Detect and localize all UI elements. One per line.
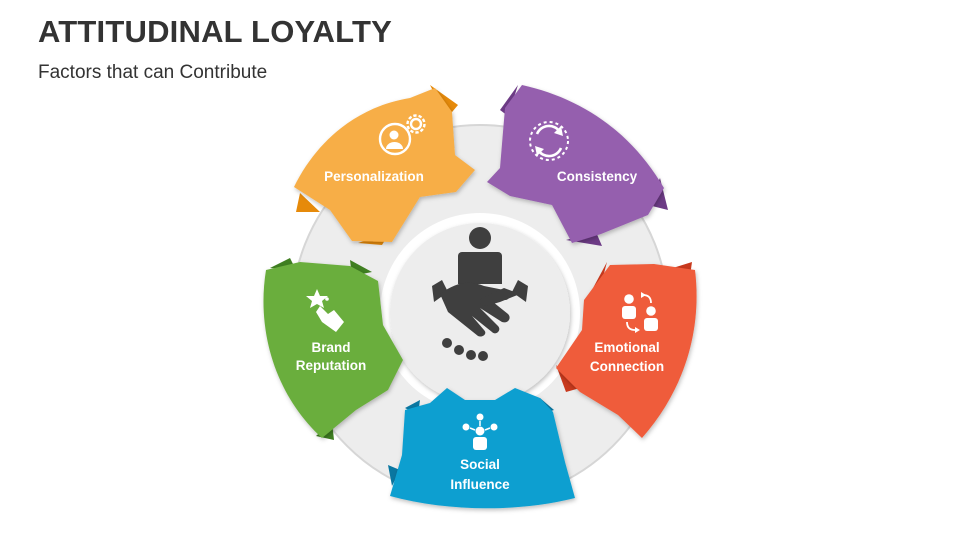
factor-personalization: Personalization <box>294 85 475 245</box>
segment-shape <box>294 88 475 242</box>
fold-tab <box>500 85 518 116</box>
factor-label-line2: Influence <box>450 477 510 492</box>
factor-brand-reputation: Brand Reputation <box>263 258 403 440</box>
fold-tab <box>296 193 320 212</box>
segment-shape <box>556 264 697 438</box>
handshake-person-icon <box>432 227 528 361</box>
page-title: ATTITUDINAL LOYALTY <box>38 14 392 49</box>
hand-star-icon <box>306 289 344 332</box>
segment-shape <box>487 85 664 243</box>
factor-label-line2: Connection <box>590 359 664 374</box>
social-network-icon <box>462 413 498 450</box>
segment-shape <box>263 262 403 438</box>
factor-label: Personalization <box>324 169 424 184</box>
people-exchange-icon <box>622 292 658 333</box>
factor-emotional-connection: Emotional Connection <box>556 262 697 438</box>
factor-label-line1: Emotional <box>594 340 659 355</box>
page-subtitle: Factors that can Contribute <box>38 62 268 83</box>
fold-tab <box>388 465 400 486</box>
factor-label: Consistency <box>557 169 638 184</box>
factor-social-influence: Social Influence <box>388 388 575 509</box>
factor-consistency: Consistency <box>487 85 668 246</box>
cycle-arrows-icon <box>529 121 569 161</box>
user-gear-icon <box>378 114 426 156</box>
factor-label-line1: Brand <box>311 340 350 355</box>
factor-label-line2: Reputation <box>296 358 367 373</box>
factor-label-line1: Social <box>460 457 500 472</box>
